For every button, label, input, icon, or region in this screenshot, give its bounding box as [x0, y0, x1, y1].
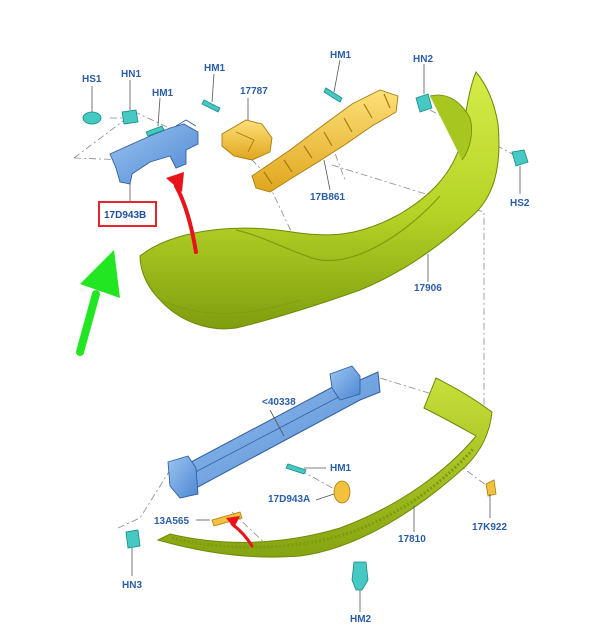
clip-17k922-icon — [485, 479, 497, 497]
lower-valance-17810 — [156, 377, 493, 558]
part-labels: HS1 HN1 HM1 HM1 17787 HM1 HN2 17D943B 17… — [82, 50, 530, 625]
highlight-box — [98, 201, 157, 227]
label-hs2: HS2 — [510, 198, 530, 209]
label-40338: <40338 — [262, 397, 296, 408]
label-hn2: HN2 — [413, 54, 433, 65]
bumper-cover-17906 — [139, 71, 500, 330]
red-arrow-upper-icon — [166, 172, 198, 254]
label-17810: 17810 — [398, 534, 426, 545]
label-hm2: HM2 — [350, 614, 372, 625]
clip-17d943a-icon — [333, 480, 351, 504]
label-hm1-a: HM1 — [152, 88, 174, 99]
label-hm1-b: HM1 — [204, 63, 226, 74]
hm1-screw-icon-c — [323, 87, 343, 103]
hn3-fastener-icon — [125, 529, 141, 549]
red-arrow-lower-icon — [226, 516, 254, 548]
hn1-fastener-icon — [121, 109, 139, 125]
leader-lines — [91, 59, 521, 612]
label-17d943a: 17D943A — [268, 494, 310, 505]
reinforcement-beam-40338 — [167, 365, 381, 499]
green-arrow-icon — [76, 250, 120, 356]
label-17787: 17787 — [240, 86, 268, 97]
label-hs1: HS1 — [82, 74, 102, 85]
label-17d943b: 17D943B — [104, 210, 146, 221]
label-hn1-a: HN1 — [121, 69, 141, 80]
label-17k922: 17K922 — [472, 522, 507, 533]
fasteners — [82, 87, 529, 591]
hm2-fastener-icon — [351, 561, 369, 591]
hs2-fastener-icon — [511, 149, 529, 167]
hm1-screw-icon-b — [201, 99, 221, 113]
hn2-fastener-icon — [415, 93, 433, 113]
label-13a565: 13A565 — [154, 516, 189, 527]
label-hm1-d: HM1 — [330, 463, 352, 474]
label-hn3: HN3 — [122, 580, 142, 591]
hm1-screw-icon-a — [145, 125, 165, 137]
label-hm1-c: HM1 — [330, 50, 352, 61]
bracket-17787 — [221, 119, 273, 161]
side-bracket-17d943b — [109, 119, 199, 185]
hs1-fastener-icon — [82, 111, 102, 125]
energy-absorber-17b861 — [251, 89, 399, 193]
label-17b861: 17B861 — [310, 192, 345, 203]
hm1-screw-icon-d — [285, 463, 307, 475]
label-17906: 17906 — [414, 283, 442, 294]
